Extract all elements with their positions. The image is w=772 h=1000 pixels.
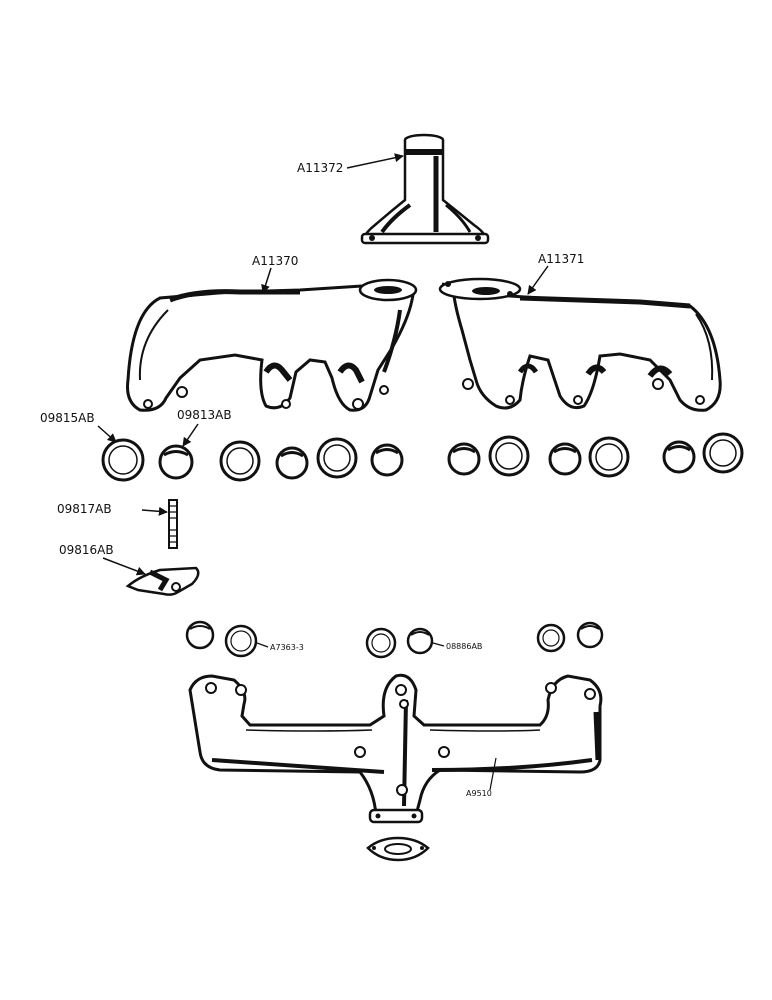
label-stud: 09817AB bbox=[57, 502, 112, 516]
ring-small bbox=[662, 440, 696, 474]
ring-small bbox=[447, 442, 481, 476]
ring-large bbox=[101, 438, 145, 482]
ring-small bbox=[158, 444, 194, 480]
riser-part bbox=[360, 133, 490, 245]
ring-small bbox=[406, 627, 434, 655]
ring-large bbox=[219, 440, 261, 482]
leader-clamp bbox=[102, 557, 146, 576]
label-clamp: 09816AB bbox=[59, 543, 114, 557]
ring-small bbox=[185, 620, 215, 650]
leader-lower-ring-b bbox=[432, 642, 445, 647]
leader-right-manifold bbox=[527, 265, 549, 295]
label-left-manifold: A11370 bbox=[252, 254, 298, 268]
leader-riser bbox=[346, 153, 404, 169]
label-right-manifold: A11371 bbox=[538, 252, 584, 266]
clamp-part bbox=[125, 566, 200, 596]
leader-lower-ring-a bbox=[256, 642, 269, 648]
ring-small bbox=[275, 446, 309, 480]
ring-large bbox=[536, 623, 566, 653]
part-labels: A11372 A11370 A11371 09815AB 09813AB 098… bbox=[40, 161, 584, 798]
ring-large bbox=[488, 435, 530, 477]
ring-small bbox=[576, 621, 604, 649]
ring-large bbox=[316, 437, 358, 479]
leader-lines bbox=[97, 153, 549, 791]
lower-manifold-part bbox=[188, 673, 603, 824]
gasket-part bbox=[366, 836, 430, 862]
label-lower-ring-a: A7363-3 bbox=[270, 643, 304, 652]
stud-part bbox=[168, 499, 178, 549]
ring-small bbox=[548, 442, 582, 476]
leader-ring-large bbox=[97, 425, 117, 443]
ring-small bbox=[370, 443, 404, 477]
ring-large bbox=[224, 624, 258, 658]
ring-large bbox=[702, 432, 744, 474]
label-ring-large: 09815AB bbox=[40, 411, 95, 425]
ring-large bbox=[365, 627, 397, 659]
leader-stud bbox=[141, 506, 168, 516]
ring-row bbox=[101, 432, 744, 482]
ring-large bbox=[588, 436, 630, 478]
lower-ring-row bbox=[185, 620, 604, 659]
leader-lower-manifold bbox=[489, 757, 497, 791]
right-manifold-part bbox=[438, 277, 722, 412]
left-manifold-part bbox=[126, 278, 418, 412]
label-riser: A11372 bbox=[297, 161, 343, 175]
label-ring-small: 09813AB bbox=[177, 408, 232, 422]
label-lower-manifold: A9510 bbox=[466, 789, 492, 798]
leader-left-manifold bbox=[261, 267, 272, 294]
leader-ring-small bbox=[182, 423, 199, 447]
label-lower-ring-b: 08886AB bbox=[446, 642, 482, 651]
